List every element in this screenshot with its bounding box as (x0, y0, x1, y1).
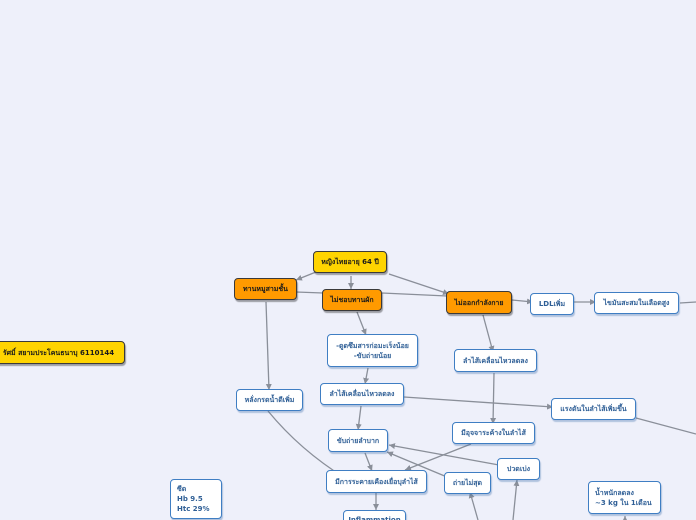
link-patient-to-eats-pork (295, 271, 317, 281)
topic-bowel-slow-right[interactable]: ลำไส้เคลื่อนไหวลดลง (454, 349, 537, 372)
topic-hard-to-defecate[interactable]: ขับถ่ายลำบาก (328, 429, 388, 452)
link-eats-pork-to-dislikes-veg-line (295, 291, 324, 294)
topic-bowel-slow-left[interactable]: ลำไส้เคลื่อนไหวลดลง (320, 383, 404, 405)
link-incomplete-to-hard-stool (386, 451, 448, 478)
topic-ldl-increase[interactable]: LDLเพิ่ม (530, 293, 574, 315)
link-eats-pork-to-bile (265, 301, 272, 391)
link-hard-stool-to-tissue-damage (364, 452, 373, 472)
topic-less-absorption[interactable]: -ดูดซึมสารก่อมะเร็งน้อย -ขับถ่ายน้อย (327, 334, 418, 367)
branch-eats-pork-belly[interactable]: ทานหมูสามชั้น (234, 278, 297, 300)
link-no-exercise-to-ldl (511, 298, 534, 305)
topic-lab-results[interactable]: ซีด Hb 9.5 Htc 29% (170, 479, 222, 519)
topic-high-blood-fat[interactable]: ไขมันสะสมในเลือดสูง (594, 292, 679, 314)
link-dislikes-veg-to-less-water (356, 311, 367, 336)
link-offscreen-to-abdominal-pain (512, 479, 520, 520)
link-bowel-slow-to-pressure (403, 396, 554, 410)
link-patient-to-no-exercise (388, 273, 450, 295)
link-no-exercise-to-bowel-slow (482, 314, 495, 353)
central-topic-patient[interactable]: หญิงไทยอายุ 64 ปี (313, 251, 387, 273)
link-less-water-to-bowel-slow (363, 367, 370, 385)
topic-incomplete-evacuation[interactable]: ถ่ายไม่สุด (444, 472, 491, 494)
link-fat-deposit-offscreen (679, 301, 696, 304)
link-bowel-slow-to-hard-stool (355, 405, 362, 431)
topic-stool-retention[interactable]: มีอุจจาระค้างในลำไส้ (452, 422, 535, 444)
topic-bile-increase[interactable]: หลั่งกรดน้ำดีเพิ่ม (236, 389, 303, 411)
link-abdominal-pain-to-hard-stool (388, 443, 500, 466)
branch-no-exercise[interactable]: ไม่ออกกำลังกาย (446, 291, 512, 314)
link-bowel-slow-to-stool-retention (490, 372, 497, 425)
topic-weight-loss[interactable]: น้ำหนักลดลง ~3 kg ใน 1เดือน (588, 481, 661, 514)
link-dislikes-veg-to-no-exercise-line (381, 292, 448, 297)
branch-dislikes-vegetables[interactable]: ไม่ชอบทานผัก (322, 289, 382, 311)
link-offscreen-to-incomplete (468, 491, 479, 520)
student-name-node[interactable]: รัศมิ์ สยามประโคนธนาบุ 6110144 (0, 341, 125, 364)
topic-inflammation[interactable]: Inflammation (343, 510, 406, 520)
link-pressure-offscreen (635, 417, 696, 435)
topic-intestinal-pressure[interactable]: แรงดันในลำไส้เพิ่มขึ้น (551, 398, 636, 420)
topic-abdominal-straining[interactable]: ปวดเบ่ง (497, 458, 540, 480)
link-stool-retention-to-tissue-damage (404, 443, 472, 471)
topic-mucosa-irritation[interactable]: มีการระคายเคืองเยื่อบุลำไส้ (326, 470, 427, 493)
